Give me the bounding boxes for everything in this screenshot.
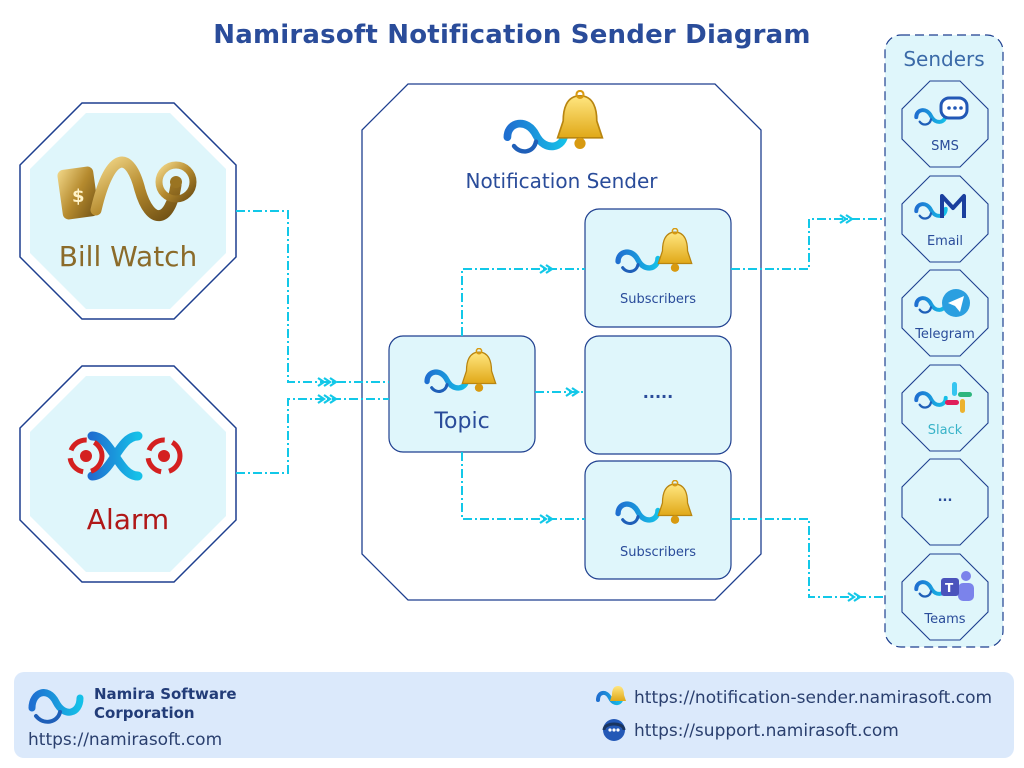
- diagram-title: Namirasoft Notification Sender Diagram: [213, 20, 811, 50]
- sender-label-teams: Teams: [924, 612, 966, 627]
- teams-icon: T: [916, 571, 974, 601]
- alarm-octagon: [19, 365, 237, 583]
- notification-sender-link-icon: [596, 686, 626, 705]
- subscriber-label-middle: .....: [642, 383, 674, 402]
- slack-icon: [916, 382, 972, 413]
- sms-icon: [916, 96, 969, 124]
- subscriber-label-bottom: Subscribers: [620, 545, 696, 560]
- namira-logo-icon: [28, 689, 84, 724]
- company-url-link[interactable]: https://namirasoft.com: [28, 730, 223, 750]
- sender-label-sms: SMS: [931, 139, 959, 154]
- support-headset-icon: [602, 719, 626, 741]
- svg-text:T: T: [945, 581, 954, 595]
- subscriber-box-middle: [584, 335, 732, 455]
- bill-watch-octagon: $: [19, 102, 237, 320]
- alarm-logo: [67, 431, 183, 481]
- email-icon: [916, 194, 966, 218]
- subscriber-label-top: Subscribers: [620, 292, 696, 307]
- notification-sender-link[interactable]: https://notification-sender.namirasoft.c…: [634, 688, 993, 708]
- sender-label-slack: Slack: [927, 423, 963, 438]
- sender-label-telegram: Telegram: [915, 327, 975, 342]
- source-label-alarm: Alarm: [86, 503, 170, 536]
- topic-box: [388, 335, 536, 453]
- senders-header: Senders: [903, 47, 985, 71]
- svg-text:$: $: [72, 186, 85, 207]
- support-link[interactable]: https://support.namirasoft.com: [634, 721, 899, 741]
- footer: Namira Software Corporation https://nami…: [14, 672, 1014, 758]
- bill-watch-logo: $: [57, 156, 197, 222]
- sender-label-more: ...: [937, 490, 953, 505]
- subscriber-box-top: [584, 208, 732, 328]
- connector-arrows: [317, 214, 862, 602]
- subscriber-box-bottom: [584, 460, 732, 580]
- source-label-bill-watch: Bill Watch: [58, 240, 198, 273]
- telegram-icon: [916, 289, 970, 317]
- topic-label: Topic: [434, 409, 490, 434]
- company-name: Namira Software Corporation: [94, 685, 237, 722]
- sender-label-email: Email: [926, 234, 964, 249]
- notification-sender-title: Notification Sender: [465, 169, 658, 193]
